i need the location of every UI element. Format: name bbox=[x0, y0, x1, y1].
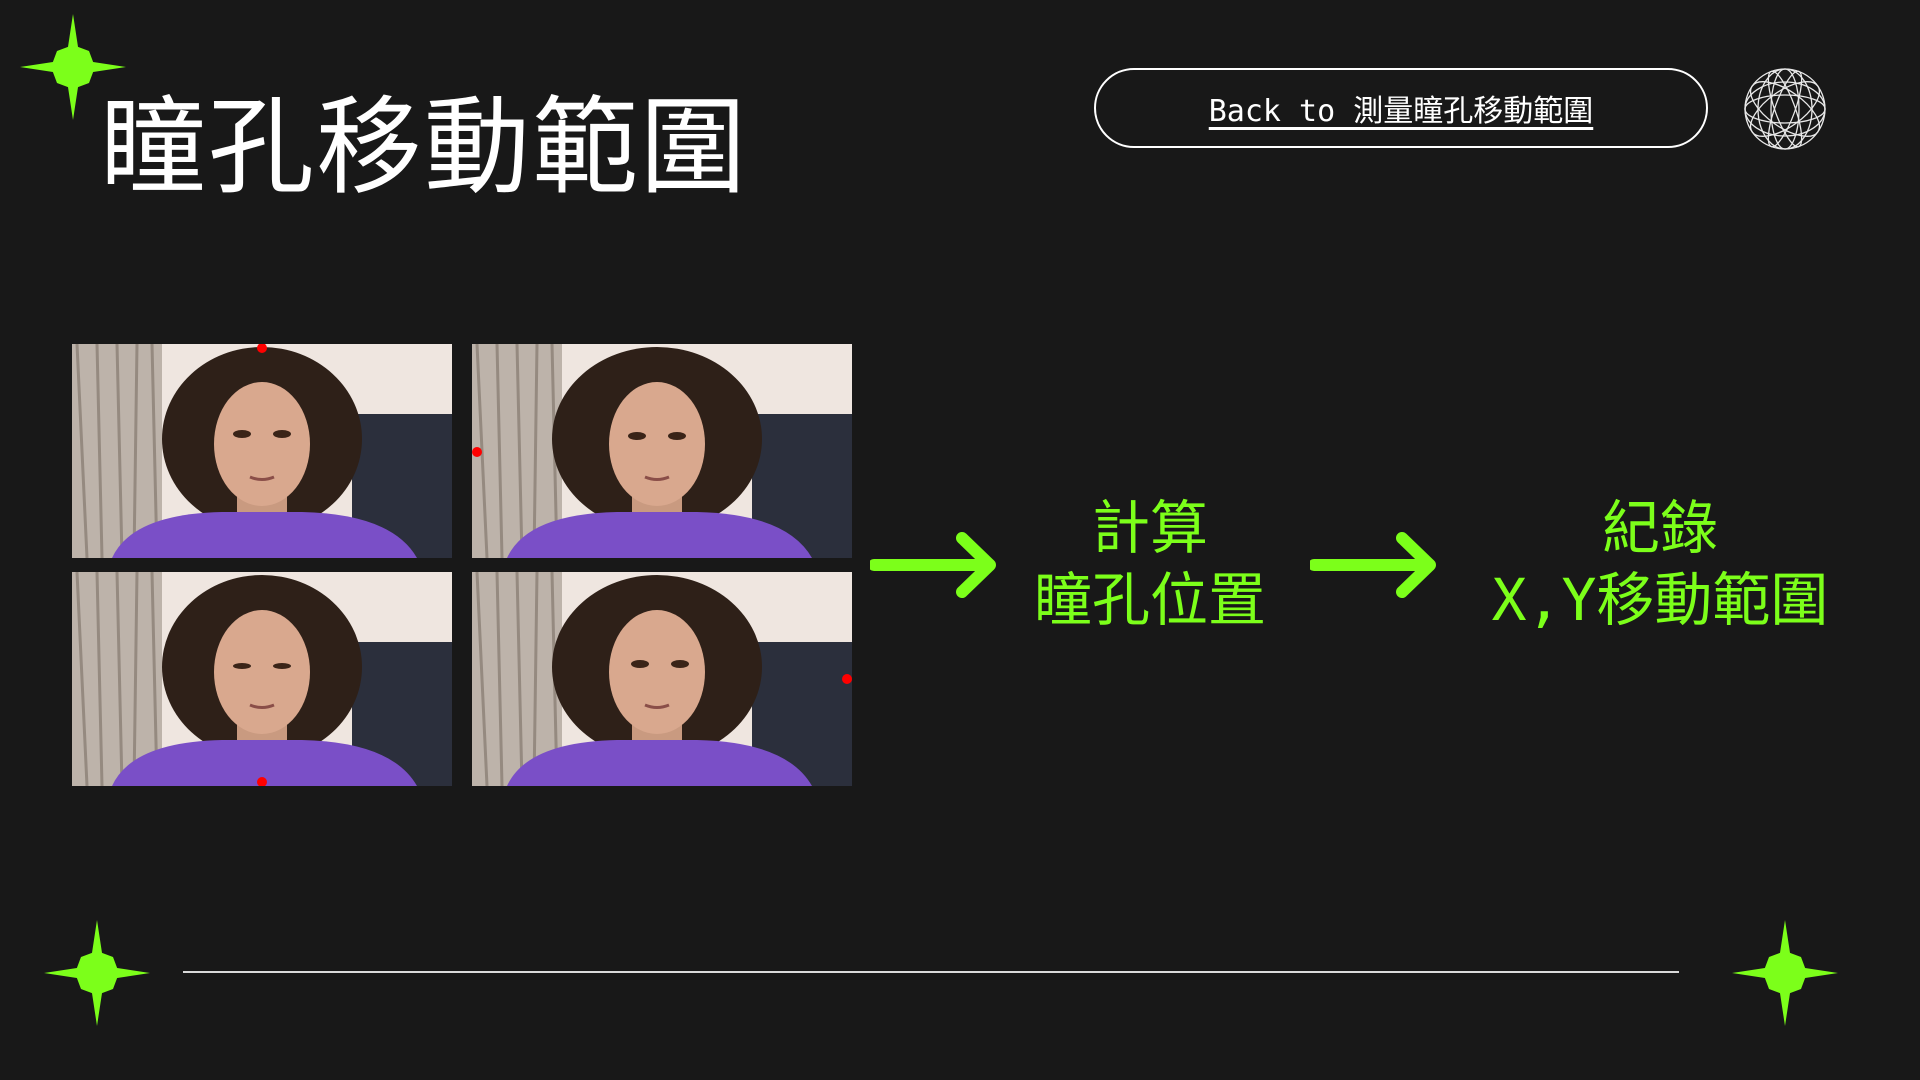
flow-step-record-xy-range: 紀錄 X,Y移動範圍 bbox=[1470, 492, 1850, 636]
flow-step-line: X,Y移動範圍 bbox=[1491, 566, 1829, 634]
sparkle-icon bbox=[44, 920, 150, 1026]
arrow-right-icon bbox=[1310, 532, 1436, 598]
flow-step-line: 計算 bbox=[1091, 494, 1208, 562]
sparkle-icon bbox=[20, 14, 126, 120]
flow-step-line: 紀錄 bbox=[1601, 494, 1718, 562]
arrow-right-icon bbox=[870, 532, 996, 598]
wireframe-globe-icon bbox=[1744, 68, 1826, 150]
eye-tracking-photo-grid bbox=[72, 344, 852, 786]
webcam-photo-gaze-up bbox=[72, 344, 452, 558]
sparkle-icon bbox=[1732, 920, 1838, 1026]
flow-step-compute-pupil-position: 計算 瞳孔位置 bbox=[1010, 492, 1290, 636]
footer-divider bbox=[183, 971, 1679, 973]
flow-step-line: 瞳孔位置 bbox=[1033, 566, 1266, 634]
page-title: 瞳孔移動範圍 bbox=[100, 86, 748, 209]
webcam-photo-gaze-left bbox=[472, 344, 852, 558]
back-link-button[interactable]: Back to 測量瞳孔移動範圍 bbox=[1094, 68, 1708, 148]
webcam-photo-gaze-down bbox=[72, 572, 452, 786]
webcam-photo-gaze-right bbox=[472, 572, 852, 786]
